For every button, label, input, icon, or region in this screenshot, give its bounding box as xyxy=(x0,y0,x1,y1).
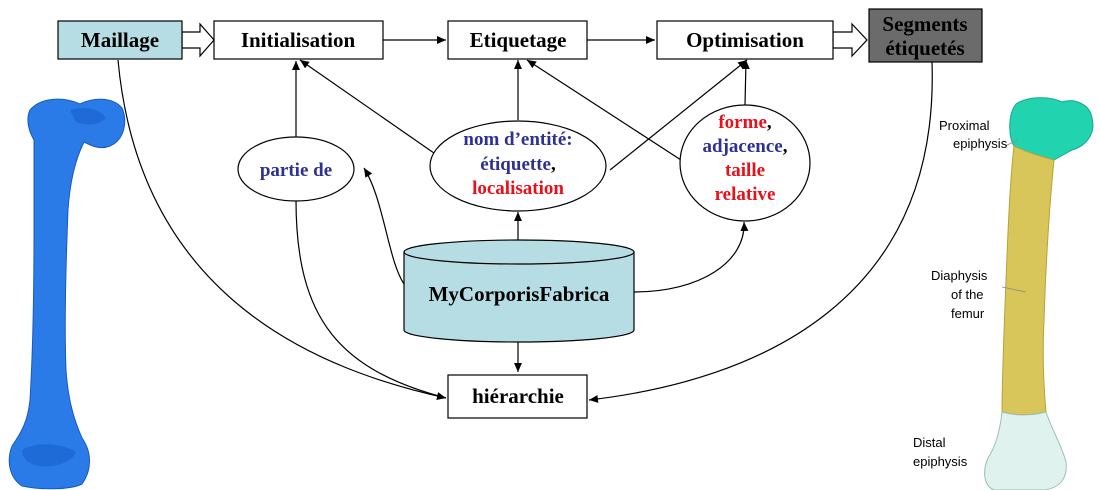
node-partie-de: partie de xyxy=(237,136,355,202)
node-optimisation: Optimisation xyxy=(656,20,834,60)
taille-line: taille xyxy=(725,160,765,181)
node-initialisation: Initialisation xyxy=(213,20,384,60)
leader-diaphysis xyxy=(1001,286,1027,293)
diaphysis-label-line1: Diaphysis xyxy=(931,268,988,283)
leader-proximal xyxy=(1004,139,1019,147)
adjacence-line: adjacence, xyxy=(703,136,788,157)
maillage-label: Maillage xyxy=(81,28,159,52)
node-etiquetage: Etiquetage xyxy=(447,20,588,60)
optimisation-label: Optimisation xyxy=(686,28,804,52)
distal-epiphysis-segment xyxy=(984,411,1067,490)
right-femur-image xyxy=(984,97,1094,490)
arrow-maillage-to-hierarchie xyxy=(117,59,447,400)
nom-entite-line1: nom d’entité: xyxy=(463,129,572,150)
diaphysis-label-line2: of the xyxy=(951,287,984,302)
connectors xyxy=(117,36,1027,403)
distal-label-line1: Distal xyxy=(913,435,946,450)
arrow-segments-to-hierarchie xyxy=(588,61,933,403)
node-nom-entite: nom d’entité: étiquette, localisation xyxy=(429,120,607,212)
arrow-forme-to-etiquetage xyxy=(526,59,682,161)
segments-label-line1: Segments xyxy=(882,12,967,36)
hierarchie-label: hiérarchie xyxy=(472,384,564,408)
proximal-epiphysis-segment xyxy=(1009,97,1094,161)
arrow-db-to-partie-de xyxy=(363,167,405,285)
arrow-nom-to-initialisation xyxy=(299,59,445,161)
etiquetage-label: Etiquetage xyxy=(470,28,567,52)
bone-annotations: Proximal epiphysis Diaphysis of the femu… xyxy=(913,118,1008,469)
node-mycorporisfabrica-database: MyCorporisFabrica xyxy=(403,239,635,343)
block-arrow-maillage-to-init xyxy=(181,22,215,58)
database-label: MyCorporisFabrica xyxy=(429,282,610,306)
block-arrow-opt-to-segments xyxy=(832,22,868,58)
proximal-label-line2: epiphysis xyxy=(953,136,1008,151)
forme-line: forme, xyxy=(718,112,772,133)
diaphysis-segment xyxy=(1001,145,1055,416)
left-femur-image xyxy=(8,98,126,490)
node-segments-etiquetes: Segments étiquetés xyxy=(868,8,983,63)
initialisation-label: Initialisation xyxy=(241,28,356,52)
nom-entite-line3: localisation xyxy=(472,178,564,199)
segments-label-line2: étiquetés xyxy=(885,36,964,60)
node-hierarchie: hiérarchie xyxy=(447,374,588,419)
nom-entite-line2: étiquette, xyxy=(480,154,556,175)
partie-de-label: partie de xyxy=(260,160,332,181)
distal-label-line2: epiphysis xyxy=(913,454,968,469)
block-arrows xyxy=(181,22,868,58)
arrow-nom-to-optimisation xyxy=(609,59,748,171)
line-partie-de-to-hierarchie xyxy=(295,199,447,399)
node-forme-adjacence: forme, adjacence, taille relative xyxy=(679,104,811,222)
node-maillage: Maillage xyxy=(57,20,183,60)
arrow-db-to-forme xyxy=(633,221,749,293)
diaphysis-label-line3: femur xyxy=(951,306,985,321)
arrow-forme-to-optimisation xyxy=(741,59,750,106)
proximal-label-line1: Proximal xyxy=(939,118,990,133)
relative-line: relative xyxy=(715,184,776,205)
